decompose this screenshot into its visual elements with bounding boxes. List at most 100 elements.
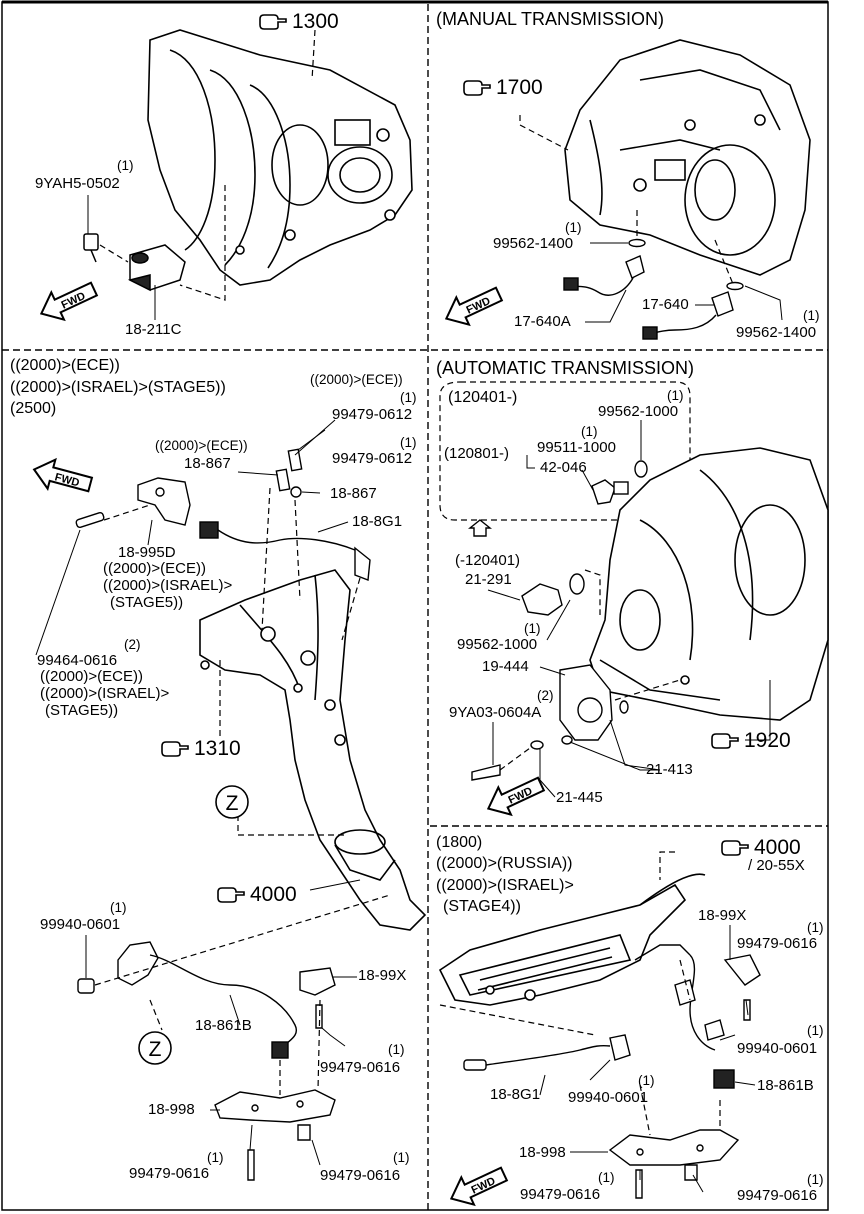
switch-17-640a-drawing: [563, 238, 646, 296]
part-number-18-867: 18-867: [184, 455, 231, 472]
switch-17-640-drawing: [642, 281, 744, 340]
part-number-99562-1000-b: 99562-1000: [457, 636, 538, 653]
pointing-hand-icon: [161, 741, 189, 757]
bracket-18-998-right-drawing: [608, 1129, 740, 1199]
part-number-99479-0616-c: 99479-0616: [320, 1167, 401, 1184]
reference-number: 1700: [496, 76, 543, 99]
condition-ece-b: ((2000)>(ECE)): [155, 438, 248, 453]
reference-4000-right: 4000: [720, 836, 801, 860]
part-number-42-046: 42-046: [540, 459, 587, 476]
part-number-18-998: 18-998: [148, 1101, 195, 1118]
top-right-solid-leaders: [585, 242, 783, 323]
part-number-99511-1000: 99511-1000: [537, 439, 616, 456]
part-quantity: (1): [388, 1042, 405, 1057]
part-number-99562-1400: 99562-1400: [493, 235, 574, 252]
part-quantity: (1): [117, 158, 134, 173]
pointing-hand-icon: [711, 733, 739, 749]
part-quantity: (1): [110, 900, 127, 915]
top-left-leaders: [99, 29, 316, 301]
manual-transmission-title: (MANUAL TRANSMISSION): [436, 9, 665, 29]
part-quantity: (2): [537, 688, 554, 703]
part-number-18-867-b: 18-867: [330, 485, 377, 502]
exhaust-manifold-drawing: [199, 569, 427, 931]
part-number-99940-0601-b: 99940-0601: [737, 1040, 818, 1057]
part-number-21-291: 21-291: [465, 571, 512, 588]
part-number-99562-1400-b: 99562-1400: [736, 324, 817, 341]
part-number-18-99x: 18-99X: [358, 967, 407, 984]
reference-number: 1310: [194, 737, 241, 760]
condition-stage4: (STAGE4)): [443, 898, 521, 915]
condition-israel-stage4: ((2000)>(ISRAEL)>: [436, 877, 574, 894]
condition-99464-israel: ((2000)>(ISRAEL)>: [40, 685, 170, 702]
part-quantity: (1): [393, 1150, 410, 1165]
pointing-hand-icon: [217, 887, 245, 903]
bottom-right-solid-leaders: [539, 925, 756, 1193]
sensor-18-861b-left-drawing: [77, 941, 336, 1059]
part-quantity: (1): [807, 920, 824, 935]
part-quantity: (1): [524, 621, 541, 636]
pointing-hand-icon: [463, 80, 491, 96]
o2-sensor-18-8g1-drawing: [199, 521, 371, 581]
part-number-18-8g1-b: 18-8G1: [490, 1086, 541, 1103]
panel-dividers: [2, 4, 828, 1210]
part-number-99479-0616-b: 99479-0616: [129, 1165, 210, 1182]
part-number-99940-0601-c: 99940-0601: [568, 1089, 649, 1106]
part-number-99479-0612-b: 99479-0612: [332, 450, 413, 467]
part-number-99479-0616-d: 99479-0616: [737, 935, 818, 952]
mid-left-solid-leaders: [35, 419, 361, 891]
heat-shield-bracket-drawing: [75, 448, 303, 529]
part-quantity: (1): [565, 220, 582, 235]
condition-israel-stage5: ((2000)>(ISRAEL)>(STAGE5)): [10, 379, 226, 396]
condition-120401: (120401-): [448, 389, 518, 406]
part-number-17-640: 17-640: [642, 296, 689, 313]
automatic-transmission-title: (AUTOMATIC TRANSMISSION): [436, 358, 695, 378]
part-number-99479-0616-f: 99479-0616: [737, 1187, 818, 1204]
condition-995d-ece: ((2000)>(ECE)): [103, 560, 206, 577]
mid-right-solid-leaders: [487, 420, 771, 798]
part-number-99940-0601: 99940-0601: [40, 916, 121, 933]
condition-1800: (1800): [436, 834, 483, 851]
part-number-18-211c: 18-211C: [125, 321, 182, 338]
bottom-right-leaders: [439, 851, 721, 1136]
condition-minus-120401: (-120401): [455, 552, 521, 569]
automatic-transmission-drawing: [589, 447, 829, 721]
reference-1700: 1700: [462, 76, 543, 100]
bottom-left-leaders: [94, 894, 391, 1095]
mid-left-leaders: [103, 487, 361, 836]
part-quantity: (1): [667, 388, 684, 403]
part-number-18-8g1: 18-8G1: [352, 513, 403, 530]
condition-ece: ((2000)>(ECE)): [10, 357, 120, 374]
reference-1310: 1310: [160, 737, 241, 761]
reference-1300: 1300: [258, 10, 339, 34]
part-number-18-861b: 18-861B: [195, 1017, 252, 1034]
part-number-99479-0616-e: 99479-0616: [520, 1186, 601, 1203]
range-sensor-19-444-drawing: [471, 664, 629, 781]
condition-995d-stage5: (STAGE5)): [110, 594, 184, 611]
part-quantity: (1): [807, 1172, 824, 1187]
condition-ece-small: ((2000)>(ECE)): [310, 372, 403, 387]
part-quantity: (1): [207, 1150, 224, 1165]
reference-number: 1300: [292, 10, 339, 33]
part-number-19-444: 19-444: [482, 658, 529, 675]
top-left-solid-leaders: [87, 195, 156, 320]
reference-4000-subref: / 20-55X: [748, 857, 805, 874]
sensor-18-8g1-right-drawing: [463, 1034, 631, 1071]
reference-4000-left: 4000: [216, 883, 297, 907]
condition-russia: ((2000)>(RUSSIA)): [436, 855, 573, 872]
solenoid-valve-drawing: [83, 233, 186, 292]
part-quantity: (2): [124, 637, 141, 652]
intake-manifold-drawing: [147, 29, 413, 286]
drain-plug-42-046-drawing: [591, 460, 648, 505]
pointing-hand-icon: [259, 14, 287, 30]
condition-120801: (120801-): [444, 445, 510, 462]
part-number-99479-0616: 99479-0616: [320, 1059, 401, 1076]
part-number-99479-0612: 99479-0612: [332, 406, 413, 423]
zone-z-marker: Z: [226, 792, 239, 815]
pointing-hand-icon: [721, 840, 749, 856]
part-number-18-99x-b: 18-99X: [698, 907, 747, 924]
manual-transmission-drawing: [564, 39, 811, 276]
part-number-99464-0616: 99464-0616: [37, 652, 118, 669]
part-number-21-413: 21-413: [646, 761, 693, 778]
